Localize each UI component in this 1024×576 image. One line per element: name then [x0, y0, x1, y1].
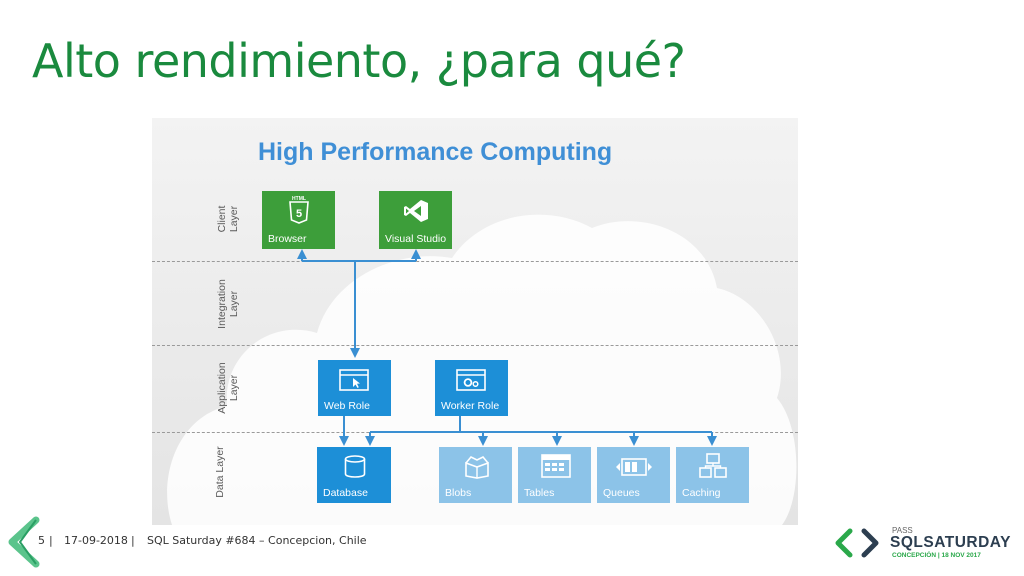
database-icon [344, 455, 366, 478]
layer-divider [152, 261, 798, 262]
footer-date: 17-09-2018 [64, 534, 128, 547]
tables-node: Tables [518, 447, 591, 503]
cache-icon [699, 453, 727, 478]
sqlsaturday-brand-icon [835, 528, 879, 558]
layer-divider [152, 345, 798, 346]
visual-studio-icon [404, 200, 428, 222]
visual-studio-label: Visual Studio [385, 233, 447, 245]
blobs-node: Blobs [439, 447, 512, 503]
caching-node: Caching [676, 447, 749, 503]
queues-label: Queues [603, 487, 640, 499]
blobs-label: Blobs [445, 487, 472, 499]
pass-label: PASS [892, 526, 913, 535]
footer-separator: | [49, 534, 53, 547]
brand-name: SQLSATURDAY [890, 534, 1011, 551]
footer-separator: | [131, 534, 135, 547]
architecture-diagram: High Performance Computing Client Layer … [152, 118, 798, 525]
browser-window-icon [339, 369, 369, 391]
browser-label: Browser [268, 233, 307, 245]
worker-role-node: Worker Role [435, 360, 508, 416]
sqlsaturday-brand: PASS SQLSATURDAY CONCEPCIÓN | 18 NOV 201… [834, 526, 1010, 560]
diagram-title: High Performance Computing [258, 138, 613, 166]
web-role-node: Web Role [318, 360, 391, 416]
database-label: Database [323, 487, 368, 499]
browser-node: HTML 5 Browser [262, 191, 335, 249]
footer-event: SQL Saturday #684 – Concepcion, Chile [147, 534, 367, 547]
visual-studio-node: Visual Studio [379, 191, 452, 249]
queues-node: Queues [597, 447, 670, 503]
svg-text:5: 5 [296, 208, 302, 220]
html5-icon: HTML 5 [289, 196, 309, 224]
sqlsaturday-chevron-logo [8, 516, 40, 568]
caching-label: Caching [682, 487, 721, 499]
gear-window-icon [456, 369, 486, 391]
page-number: 5 [38, 534, 45, 547]
slide-title: Alto rendimiento, ¿para qué? [32, 34, 686, 88]
svg-text:HTML: HTML [292, 196, 306, 202]
connector-lines [297, 249, 717, 446]
tables-label: Tables [524, 487, 555, 499]
worker-role-label: Worker Role [441, 400, 500, 412]
queue-icon [616, 458, 652, 476]
brand-event-date: CONCEPCIÓN | 18 NOV 2017 [892, 552, 981, 559]
box-icon [465, 456, 489, 479]
web-role-label: Web Role [324, 400, 370, 412]
database-node: Database [317, 447, 391, 503]
grid-icon [541, 454, 571, 478]
